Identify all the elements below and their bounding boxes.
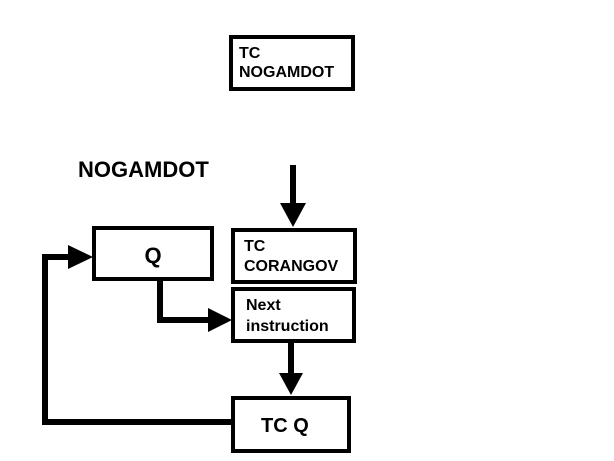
node-label-line1: TC: [244, 238, 266, 255]
node-q: Q: [92, 226, 214, 281]
node-label: TC Q: [261, 415, 309, 437]
node-label-line1: Next: [246, 297, 281, 314]
node-next-instruction: Next instruction: [231, 287, 356, 343]
node-tc-q: TC Q: [231, 396, 351, 453]
node-label-line2: NOGAMDOT: [239, 64, 335, 81]
diagram-title: NOGAMDOT: [78, 157, 209, 182]
edge-q-to-next-instruction: [157, 280, 232, 332]
node-label-line1: TC: [239, 45, 261, 62]
node-label-line2: CORANGOV: [244, 258, 339, 275]
edge-next-instruction-to-tc-q: [279, 342, 303, 395]
node-tc-corangov: TC CORANGOV: [231, 228, 357, 284]
edge-tc-q-to-q: [42, 245, 231, 425]
edge-entry-to-tc-corangov: [280, 165, 306, 227]
node-label-line2: instruction: [246, 318, 329, 335]
node-tc-nogamdot: TC NOGAMDOT: [229, 35, 355, 91]
node-label: Q: [144, 243, 162, 268]
